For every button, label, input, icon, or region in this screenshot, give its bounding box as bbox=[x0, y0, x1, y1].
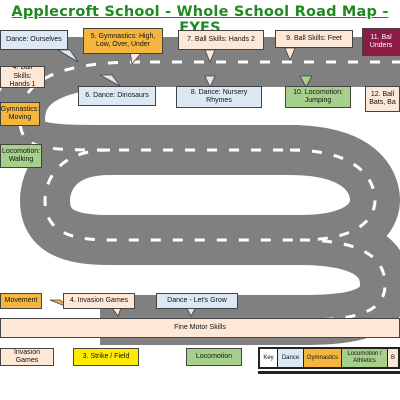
key-ball: B bbox=[388, 349, 398, 367]
unit-ball-skills-hands-2: 7. Ball Skills: Hands 2 bbox=[178, 30, 264, 50]
key-locomotion: Locomotion / Athletics bbox=[342, 349, 388, 367]
key-dance: Dance bbox=[278, 349, 304, 367]
unit-invasion-games: Invasion Games bbox=[0, 348, 54, 366]
unit-12: 12. Ball Bats, Ba bbox=[365, 86, 400, 112]
unit-11: 11. Bal Unders bbox=[362, 28, 400, 56]
unit-movement: Movement bbox=[0, 293, 42, 309]
callout-pointer bbox=[299, 75, 313, 88]
callout-pointer bbox=[204, 75, 216, 88]
key-label: Key bbox=[260, 349, 278, 367]
unit-dance-nursery-rhymes: 8. Dance: Nursery Rhymes bbox=[176, 86, 262, 108]
unit-ball-skills-hands-1: 4. Ball Skills: Hands 1 bbox=[0, 66, 45, 88]
unit-ball-skills-feet: 9. Ball Skills: Feet bbox=[275, 30, 353, 48]
callout-pointer bbox=[99, 74, 121, 87]
callout-pointer bbox=[284, 47, 296, 62]
unit-gymnastics-high-low: 5. Gymnastics: High, Low, Over, Under bbox=[83, 28, 163, 54]
callout-pointer bbox=[56, 49, 79, 63]
unit-locomotion-walking: Locomotion: Walking bbox=[0, 144, 42, 168]
key-bottom-border bbox=[258, 371, 400, 374]
unit-fine-motor-skills: Fine Motor Skills bbox=[0, 318, 400, 338]
key-legend: Key Dance Gymnastics Locomotion / Athlet… bbox=[258, 347, 400, 369]
unit-invasion-games-4: 4. Invasion Games bbox=[63, 293, 135, 309]
unit-dance-lets-grow: Dance - Let's Grow bbox=[156, 293, 238, 309]
unit-dance-dinosaurs: 6. Dance: Dinosaurs bbox=[78, 86, 156, 106]
unit-gymnastics-moving: Gymnastics: Moving bbox=[0, 102, 40, 126]
key-gymnastics: Gymnastics bbox=[304, 349, 342, 367]
callout-pointer bbox=[204, 49, 216, 64]
unit-locomotion: Locomotion bbox=[186, 348, 242, 366]
unit-strike-field: 3. Strike / Field bbox=[73, 348, 139, 366]
unit-dance-ourselves: Dance: Ourselves bbox=[0, 30, 68, 50]
unit-locomotion-jumping: 10. Locomotion: Jumping bbox=[285, 86, 351, 108]
